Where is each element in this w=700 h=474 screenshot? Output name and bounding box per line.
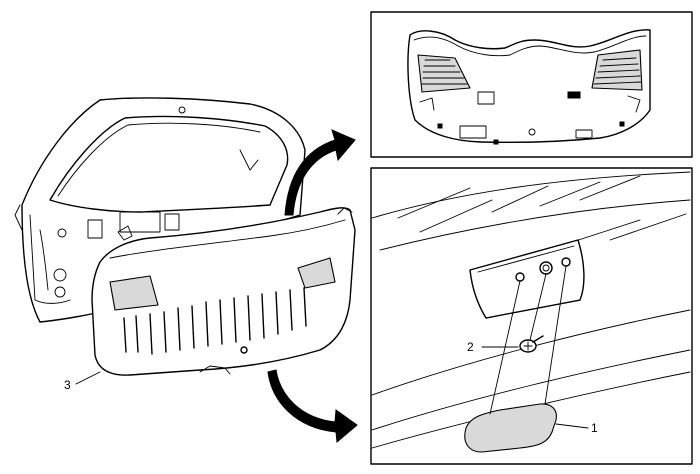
callout-label-1: 1 bbox=[591, 421, 598, 435]
fastener-hole-right bbox=[561, 257, 571, 267]
liftgate-assembly bbox=[14, 97, 306, 323]
callout-label-2: 2 bbox=[467, 340, 474, 354]
trim-panel-slots bbox=[123, 287, 307, 355]
trim-panel-body bbox=[91, 207, 356, 376]
fastener-hole-center bbox=[539, 261, 553, 275]
curved-arrow-right-up-icon bbox=[284, 129, 356, 216]
fastener-hole-left bbox=[515, 272, 525, 282]
callout-item-1: 1 bbox=[555, 421, 598, 435]
liftgate-trim-panel bbox=[91, 207, 356, 376]
trim-panel-right-pocket bbox=[297, 257, 336, 289]
trim-panel-left-pocket bbox=[109, 275, 159, 311]
inset-top-trim-panel bbox=[407, 29, 651, 144]
pull-cup-pocket bbox=[469, 239, 585, 319]
callout-item-3: 3 bbox=[64, 371, 101, 392]
callout-item-2: 2 bbox=[467, 340, 519, 354]
inset-top-panel-view bbox=[370, 11, 693, 158]
callout-label-3: 3 bbox=[64, 378, 71, 392]
pull-cup bbox=[464, 403, 557, 453]
pull-cup-screw bbox=[519, 335, 544, 353]
curved-arrow-right-down-icon bbox=[267, 369, 358, 443]
inset-bottom-detail-view bbox=[370, 167, 693, 465]
